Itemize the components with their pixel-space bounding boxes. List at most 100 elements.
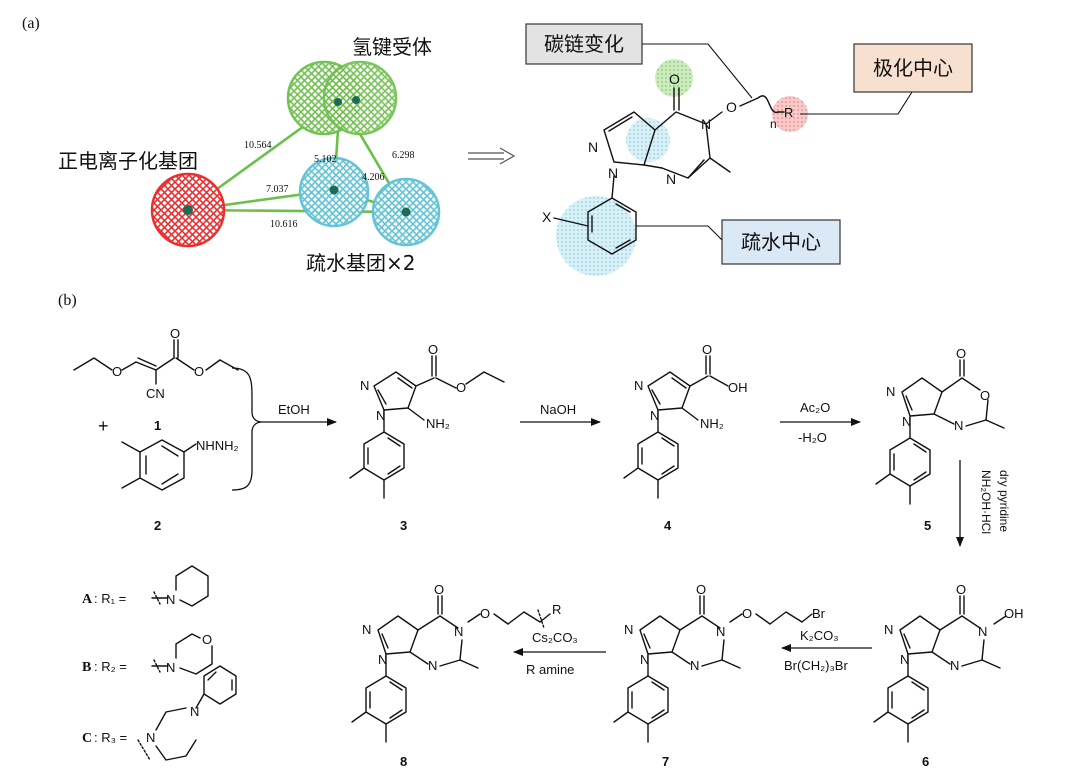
compound-5: N N O O N 5 (875, 346, 1005, 533)
panel-a-label: (a) (22, 15, 40, 32)
compound-6: N N O N OH N 6 (873, 582, 1024, 769)
atom-N: N (884, 622, 893, 637)
polar-center-box (853, 43, 973, 93)
compound-4: N N O OH NH₂ 4 (623, 342, 748, 533)
atom-N-A: N (166, 592, 175, 607)
atom-N: N (650, 408, 659, 423)
reactant-brace (231, 367, 263, 491)
reagent-step6-top: Cs₂CO₃ (532, 630, 578, 645)
label-NHNH2: NHNH₂ (196, 438, 239, 453)
hbond-acceptor-label: 氢键受体 (352, 35, 432, 59)
atom-O: O (980, 388, 990, 403)
atom-N-pyrimidine: N (666, 171, 676, 187)
atom-N: N (640, 652, 649, 667)
reagent-step4-a: dry pyridine (997, 470, 1011, 532)
r-group-label-A: : R₁ = (94, 591, 126, 606)
center-hbond-1 (334, 98, 342, 106)
label-n: n (770, 117, 777, 131)
label-OH-6: OH (1004, 606, 1024, 621)
distance-label: 6.298 (392, 150, 415, 161)
atom-N: N (950, 658, 959, 673)
distance-label: 7.037 (266, 184, 289, 195)
compound-1: O O O CN 1 (73, 326, 239, 433)
reagent-step3-bottom: -H₂O (798, 430, 827, 445)
hbond-acceptor-sphere-2 (322, 60, 398, 136)
atom-N: N (376, 408, 385, 423)
r-group-label-C: : R₃ = (94, 730, 127, 745)
label-NH2-3: NH₂ (426, 416, 450, 431)
center-hbond-2 (352, 96, 360, 104)
carbon-chain-box (525, 23, 643, 65)
carbon-chain-label: 碳链变化 (544, 32, 624, 56)
atom-N: N (716, 624, 725, 639)
r-group-letter-B: B (82, 660, 91, 675)
atom-O: O (956, 346, 966, 361)
highlight-carbonyl (655, 59, 693, 97)
compound-number-8: 8 (400, 754, 407, 769)
hydrophobic-group-label: 疏水基团×2 (306, 251, 415, 275)
distance-label: 5.102 (314, 154, 337, 165)
atom-O-B: O (202, 632, 212, 647)
callouts: 碳链变化 极化中心 疏水中心 (525, 23, 973, 265)
compound-number-7: 7 (662, 754, 669, 769)
atom-N-B: N (166, 660, 175, 675)
atom-N: N (378, 652, 387, 667)
compound-8: N N O N O R N 8 (351, 582, 561, 769)
implies-arrow (468, 147, 516, 165)
compound-2: NHNH₂ 2 (121, 438, 239, 533)
compound-3: N N O O NH₂ 3 (349, 342, 505, 533)
atom-O-carbonyl: O (669, 71, 680, 87)
compound-number-3: 3 (400, 518, 407, 533)
label-Br: Br (812, 606, 826, 621)
reagent-step3-top: Ac₂O (800, 400, 830, 415)
atom-N: N (624, 622, 633, 637)
atom-O: O (434, 582, 444, 597)
r-group-C: C : R₃ = N N (82, 665, 237, 761)
compound-number-2: 2 (154, 518, 161, 533)
r-group-letter-C: C (82, 731, 92, 746)
atom-X: X (542, 209, 552, 225)
atom-N-C2: N (190, 704, 199, 719)
atom-O: O (194, 364, 204, 379)
compound-number-4: 4 (664, 518, 672, 533)
positive-ionizable-label: 正电离子化基团 (58, 149, 198, 173)
reagent-step1: EtOH (278, 402, 310, 417)
atom-O: O (428, 342, 438, 357)
r-group-label-B: : R₂ = (94, 659, 127, 674)
highlight-r-site (772, 96, 808, 132)
atom-N: N (690, 658, 699, 673)
center-ionizable (183, 205, 193, 215)
atom-R: R (784, 105, 793, 120)
polar-center-label: 极化中心 (873, 56, 953, 80)
label-NH2-4: NH₂ (700, 416, 724, 431)
atom-O: O (480, 606, 490, 621)
atom-O: O (456, 380, 466, 395)
highlight-phenyl (556, 196, 636, 276)
center-hydro-2 (401, 207, 411, 217)
center-hydro-1 (329, 185, 339, 195)
atom-N: N (902, 414, 911, 429)
atom-O-link: O (726, 99, 737, 115)
atom-N: N (978, 624, 987, 639)
atom-N: N (900, 652, 909, 667)
compound-number-5: 5 (924, 518, 931, 533)
hydrophobic-center-label: 疏水中心 (741, 230, 821, 254)
atom-O: O (696, 582, 706, 597)
atom-N: N (886, 384, 895, 399)
distance-label: 10.616 (270, 219, 298, 230)
atom-O: O (956, 582, 966, 597)
lead-molecule: O N O R n N N N X (542, 59, 808, 276)
reagent-step2: NaOH (540, 402, 576, 417)
atom-O: O (112, 364, 122, 379)
atom-N: N (954, 418, 963, 433)
atom-O: O (742, 606, 752, 621)
atom-N2: N (588, 139, 598, 155)
reagent-step5-top: K₂CO₃ (800, 628, 839, 643)
reagent-step4-b: NH₂OH·HCl (979, 470, 993, 534)
label-CN: CN (146, 386, 165, 401)
compound-number-6: 6 (922, 754, 929, 769)
reagent-step6-bottom: R amine (526, 662, 574, 677)
atom-N: N (428, 658, 437, 673)
distance-label: 4.206 (362, 172, 385, 183)
